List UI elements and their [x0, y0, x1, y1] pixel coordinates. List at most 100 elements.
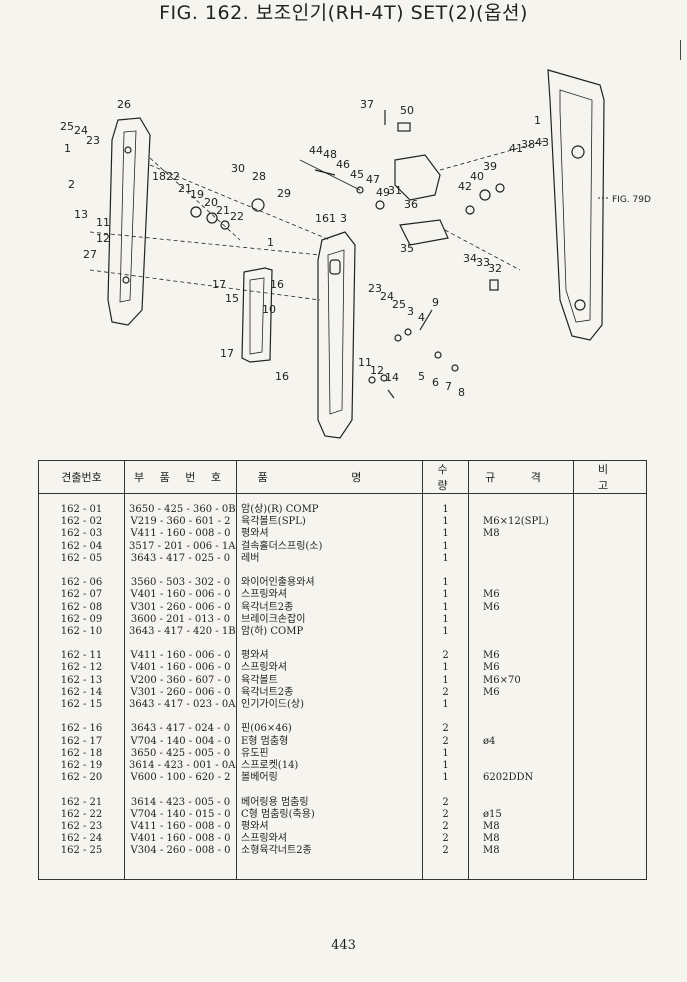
table-cell-part-no: 3643 - 417 - 024 - 0: [130, 723, 231, 735]
remark-column: [573, 493, 647, 880]
group-spacer: [129, 565, 232, 577]
svg-text:41: 41: [509, 142, 523, 155]
table-cell-no: 162 - 06: [60, 577, 103, 589]
svg-text:4: 4: [418, 311, 425, 324]
header-ref-no: 견출번호: [38, 460, 125, 494]
group-spacer: [473, 565, 569, 577]
table-cell-qty: 2: [442, 735, 449, 747]
svg-text:3: 3: [340, 212, 347, 225]
svg-text:15: 15: [225, 292, 239, 305]
svg-text:22: 22: [230, 210, 244, 223]
table-cell-no: 162 - 12: [60, 662, 103, 674]
svg-text:27: 27: [83, 248, 97, 261]
table-cell-spec: [473, 760, 569, 772]
table-cell-no: 162 - 13: [60, 674, 103, 686]
table-cell-spec: M6: [483, 686, 500, 698]
table-cell-qty: 2: [442, 796, 449, 808]
table-cell-qty: 1: [442, 528, 449, 540]
table-cell-name: 와이어인출용와셔: [241, 577, 315, 589]
svg-text:28: 28: [252, 170, 266, 183]
table-cell-part-no: V704 - 140 - 004 - 0: [130, 735, 231, 747]
svg-text:161: 161: [315, 212, 336, 225]
svg-text:42: 42: [458, 180, 472, 193]
svg-text:37: 37: [360, 98, 374, 111]
group-spacer: [473, 784, 569, 796]
table-cell-qty: 1: [442, 625, 449, 637]
svg-text:40: 40: [470, 170, 484, 183]
group-spacer: [129, 638, 232, 650]
svg-text:24: 24: [74, 124, 88, 137]
table-cell-name: 스프링와셔: [241, 662, 287, 674]
table-cell-name: 스프링와셔: [241, 589, 287, 601]
svg-text:45: 45: [350, 168, 364, 181]
table-cell-no: 162 - 03: [60, 528, 103, 540]
svg-text:43: 43: [535, 136, 549, 149]
table-cell-part-no: V401 - 160 - 006 - 0: [130, 662, 231, 674]
svg-text:33: 33: [476, 256, 490, 269]
svg-text:17: 17: [220, 347, 234, 360]
table-cell-no: 162 - 10: [60, 625, 103, 637]
svg-text:29: 29: [277, 187, 291, 200]
table-cell-qty: 2: [442, 686, 449, 698]
svg-text:46: 46: [336, 158, 350, 171]
table-cell-no: 162 - 19: [60, 759, 103, 771]
table-cell-spec: M6: [483, 589, 500, 601]
table-cell-no: 162 - 25: [60, 845, 103, 857]
svg-text:22: 22: [166, 170, 180, 183]
table-cell-no: 162 - 17: [60, 735, 103, 747]
table-cell-spec: [473, 699, 569, 711]
svg-text:23: 23: [86, 134, 100, 147]
svg-text:11: 11: [358, 356, 372, 369]
table-cell-part-no: V411 - 160 - 006 - 0: [130, 650, 231, 662]
middle-arm-part: [317, 231, 356, 439]
table-cell-no: 162 - 05: [60, 552, 103, 564]
svg-text:9: 9: [432, 296, 439, 309]
table-cell-qty: 2: [442, 845, 449, 857]
svg-text:26: 26: [117, 98, 131, 111]
svg-text:14: 14: [385, 371, 399, 384]
svg-text:34: 34: [463, 252, 477, 265]
margin-mark: [680, 40, 684, 60]
table-cell-name: C형 멈춤링(축용): [241, 808, 315, 820]
group-spacer: [43, 784, 120, 796]
table-cell-part-no: 3643 - 417 - 025 - 0: [130, 552, 231, 564]
table-cell-spec: M8: [483, 820, 500, 832]
table-cell-no: 162 - 04: [60, 540, 103, 552]
svg-text:38: 38: [521, 138, 535, 151]
svg-text:21: 21: [178, 182, 192, 195]
svg-text:8: 8: [458, 386, 465, 399]
svg-text:6: 6: [432, 376, 439, 389]
svg-text:36: 36: [404, 198, 418, 211]
svg-text:1: 1: [267, 236, 274, 249]
group-spacer: [473, 711, 569, 723]
table-cell-spec: [473, 553, 569, 565]
svg-text:50: 50: [400, 104, 414, 117]
group-spacer: [129, 784, 232, 796]
table-cell-part-no: 3643 - 417 - 023 - 0A: [129, 699, 236, 710]
table-cell-spec: M8: [483, 528, 500, 540]
table-cell-no: 162 - 11: [60, 650, 103, 662]
group-spacer: [427, 638, 464, 650]
table-cell-qty: 1: [442, 601, 449, 613]
table-cell-no: 162 - 08: [60, 601, 103, 613]
table-cell-qty: 1: [442, 699, 449, 710]
svg-text:20: 20: [204, 196, 218, 209]
table-cell-part-no: V200 - 360 - 607 - 0: [130, 674, 231, 686]
svg-text:13: 13: [74, 208, 88, 221]
table-cell-qty: 1: [442, 552, 449, 564]
guide-plate-part: [241, 267, 273, 363]
table-cell-qty: 2: [442, 808, 449, 820]
table-cell-name: 평와셔: [241, 650, 269, 662]
table-cell-name: 스프링와셔: [241, 833, 287, 845]
svg-text:25: 25: [60, 120, 74, 133]
table-cell-part-no: 3560 - 503 - 302 - 0: [130, 577, 231, 589]
table-cell-qty: 1: [442, 759, 449, 771]
svg-text:21: 21: [216, 204, 230, 217]
table-cell-spec: [473, 723, 569, 735]
table-cell-name: 평와셔: [241, 820, 269, 832]
